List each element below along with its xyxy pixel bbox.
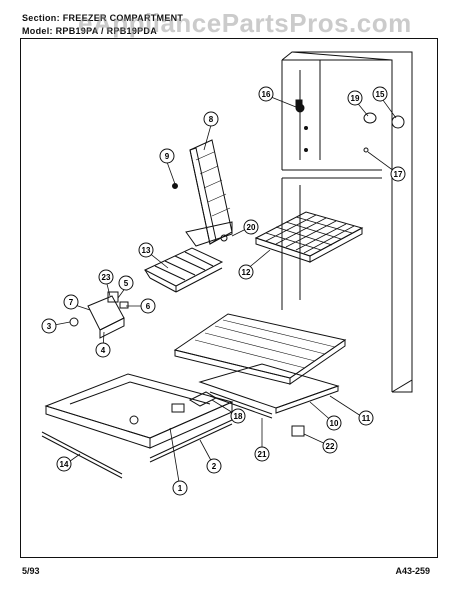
freezer-shelf — [173, 313, 347, 385]
callout-15: 15 — [372, 86, 388, 102]
callout-19: 19 — [347, 90, 363, 106]
ice-tray-grid — [254, 211, 364, 263]
svg-text:4: 4 — [101, 346, 106, 355]
svg-text:1: 1 — [178, 484, 183, 493]
svg-text:10: 10 — [330, 419, 339, 428]
svg-text:8: 8 — [209, 115, 214, 124]
front-strip — [41, 431, 123, 475]
svg-text:3: 3 — [47, 322, 52, 331]
damper-control-assembly — [69, 291, 129, 339]
svg-text:14: 14 — [60, 460, 69, 469]
callout-21: 21 — [254, 446, 270, 462]
callout-2: 2 — [206, 458, 222, 474]
callout-9: 9 — [159, 148, 175, 164]
callout-10: 10 — [326, 415, 342, 431]
callout-3: 3 — [41, 318, 57, 334]
svg-text:13: 13 — [142, 246, 151, 255]
svg-text:6: 6 — [146, 302, 151, 311]
callout-4: 4 — [95, 342, 111, 358]
callout-23: 23 — [98, 269, 114, 285]
svg-text:20: 20 — [247, 223, 256, 232]
clip-part — [291, 425, 305, 437]
diagram-frame — [20, 38, 438, 558]
svg-text:22: 22 — [326, 442, 335, 451]
callout-1: 1 — [172, 480, 188, 496]
drain-pan — [44, 373, 234, 449]
svg-text:12: 12 — [242, 268, 251, 277]
callout-22: 22 — [322, 438, 338, 454]
callout-7: 7 — [63, 294, 79, 310]
watermark: eAppliancePartsPros.com — [78, 8, 412, 38]
revision-date: 5/93 — [22, 566, 40, 576]
knob-part — [363, 112, 377, 124]
callout-5: 5 — [118, 275, 134, 291]
svg-text:11: 11 — [362, 414, 371, 423]
svg-text:17: 17 — [394, 170, 403, 179]
evaporator-cover-panel — [185, 139, 233, 247]
screw-9 — [172, 183, 178, 189]
svg-text:7: 7 — [69, 298, 74, 307]
model-line: Model: RPB19PA / RPB19PDA — [22, 26, 158, 36]
section-title: Section: FREEZER COMPARTMENT — [22, 13, 184, 23]
callout-12: 12 — [238, 264, 254, 280]
callout-markers: 1 2 3 4 5 6 7 8 9 10 11 12 13 14 15 16 1… — [41, 86, 406, 496]
screw-part — [295, 103, 305, 113]
drawing-code: A43-259 — [395, 566, 430, 576]
svg-text:23: 23 — [102, 273, 111, 282]
svg-text:16: 16 — [262, 90, 271, 99]
svg-text:21: 21 — [258, 450, 267, 459]
divider-plate — [198, 363, 340, 414]
svg-text:5: 5 — [124, 279, 129, 288]
callout-11: 11 — [358, 410, 374, 426]
callout-13: 13 — [138, 242, 154, 258]
leader-lines — [48, 94, 399, 489]
callout-14: 14 — [56, 456, 72, 472]
svg-text:19: 19 — [351, 94, 360, 103]
callout-16: 16 — [258, 86, 274, 102]
svg-text:18: 18 — [234, 412, 243, 421]
callout-6: 6 — [140, 298, 156, 314]
callout-17: 17 — [390, 166, 406, 182]
wire-shelf — [143, 247, 224, 293]
callout-8: 8 — [203, 111, 219, 127]
callout-18: 18 — [230, 408, 246, 424]
callout-20: 20 — [243, 219, 259, 235]
svg-text:2: 2 — [212, 462, 217, 471]
svg-text:15: 15 — [376, 90, 385, 99]
cabinet-outline — [281, 51, 413, 393]
svg-text:9: 9 — [165, 152, 170, 161]
rail-strip — [149, 419, 233, 459]
trim-strip — [209, 391, 273, 415]
